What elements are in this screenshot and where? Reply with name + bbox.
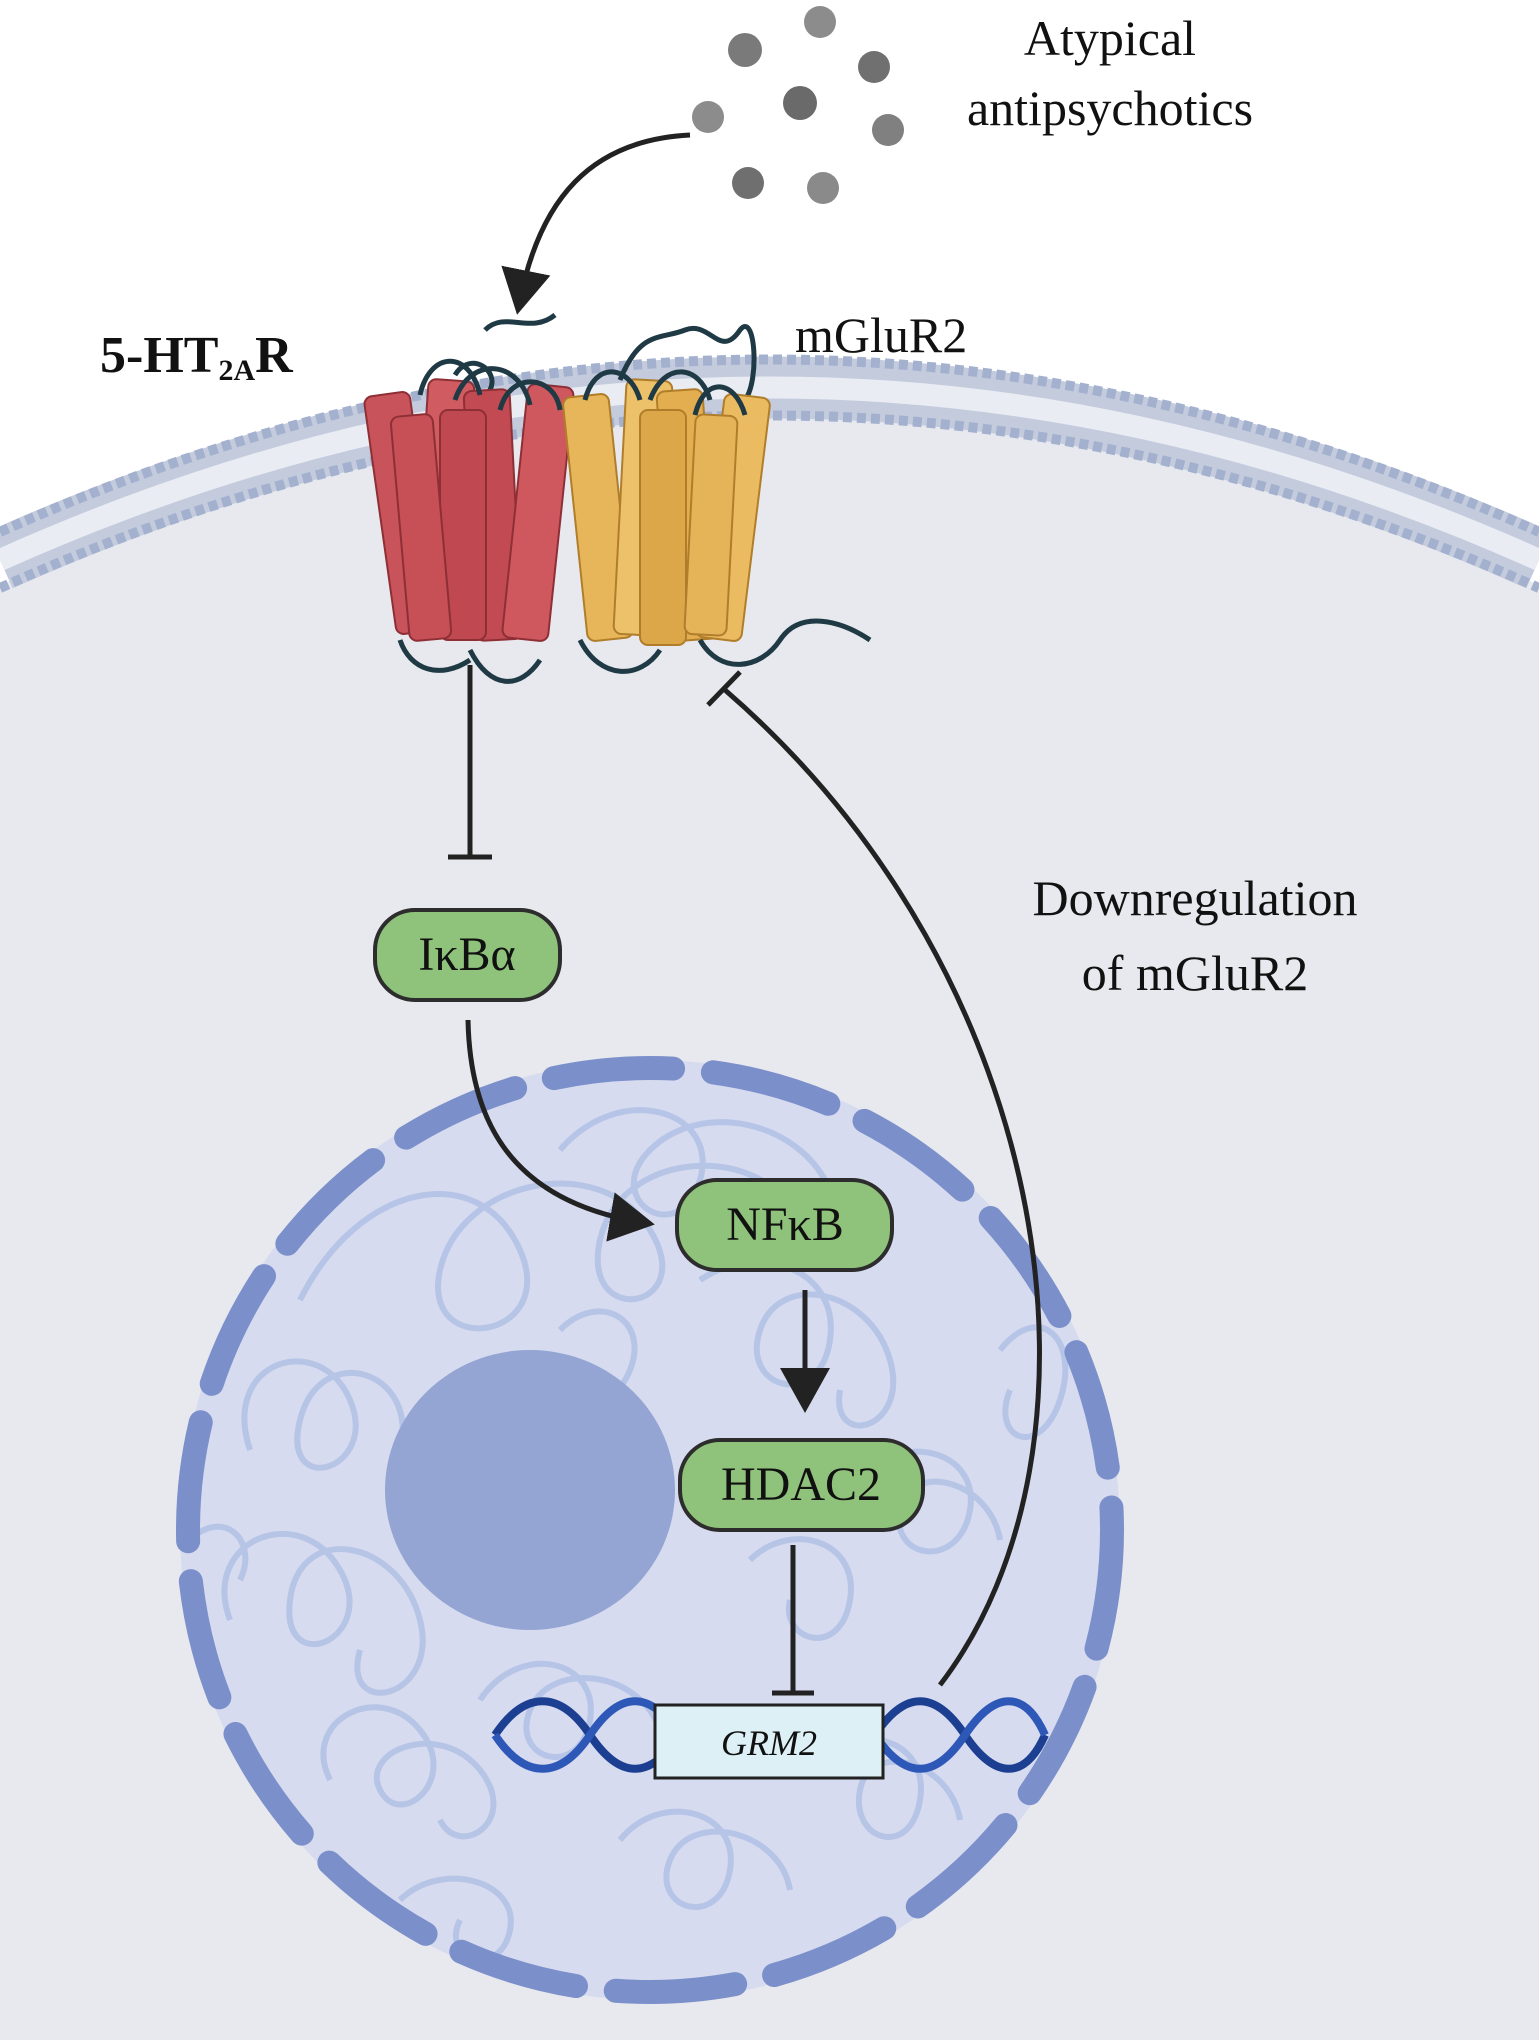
- drug-molecule: [732, 167, 764, 199]
- nuclear-envelope: [176, 1056, 1124, 2004]
- htr2a-receptor: [363, 358, 575, 684]
- ikba-to-nfkb-arrow: [465, 1019, 655, 1242]
- drug-binding-arrow: [501, 132, 691, 315]
- ikba-label: IκBα: [418, 928, 515, 981]
- drug-molecule: [728, 33, 762, 67]
- feedback-label-line2: of mGluR2: [1082, 945, 1308, 1001]
- hdac2-inhibits-grm2: [772, 1545, 814, 1696]
- feedback-label-line1: Downregulation: [1033, 870, 1358, 926]
- drug-molecule: [692, 101, 724, 133]
- drug-molecule: [872, 114, 904, 146]
- ikba-node: IκBα: [373, 908, 562, 1002]
- drug-molecule: [807, 172, 839, 204]
- htr2a-label: 5-HT2AR: [100, 327, 294, 387]
- mglur2-downregulation-curve: [706, 670, 1042, 1687]
- receptor-inhibits-ikba: [448, 665, 492, 860]
- nfkb-label: NFκB: [726, 1198, 844, 1251]
- drug-label-line2: antipsychotics: [967, 80, 1253, 136]
- grm2-gene: GRM2: [653, 1703, 885, 1780]
- dna-helix: [491, 1697, 1049, 1773]
- hdac2-node: HDAC2: [678, 1438, 925, 1532]
- drug-molecule: [858, 51, 890, 83]
- nucleus: [176, 1056, 1124, 2004]
- mglur2-label: mGluR2: [795, 307, 967, 363]
- drug-molecule: [804, 6, 836, 38]
- mglur2-receptor: [483, 312, 872, 674]
- grm2-label: GRM2: [721, 1723, 817, 1763]
- plasma-membrane: [0, 354, 1539, 593]
- hdac2-label: HDAC2: [721, 1458, 881, 1511]
- nucleolus: [385, 1350, 675, 1630]
- drug-label-line1: Atypical: [1024, 10, 1196, 66]
- nfkb-node: NFκB: [675, 1178, 894, 1272]
- drug-molecule: [783, 86, 817, 120]
- drug-molecules: [692, 6, 904, 204]
